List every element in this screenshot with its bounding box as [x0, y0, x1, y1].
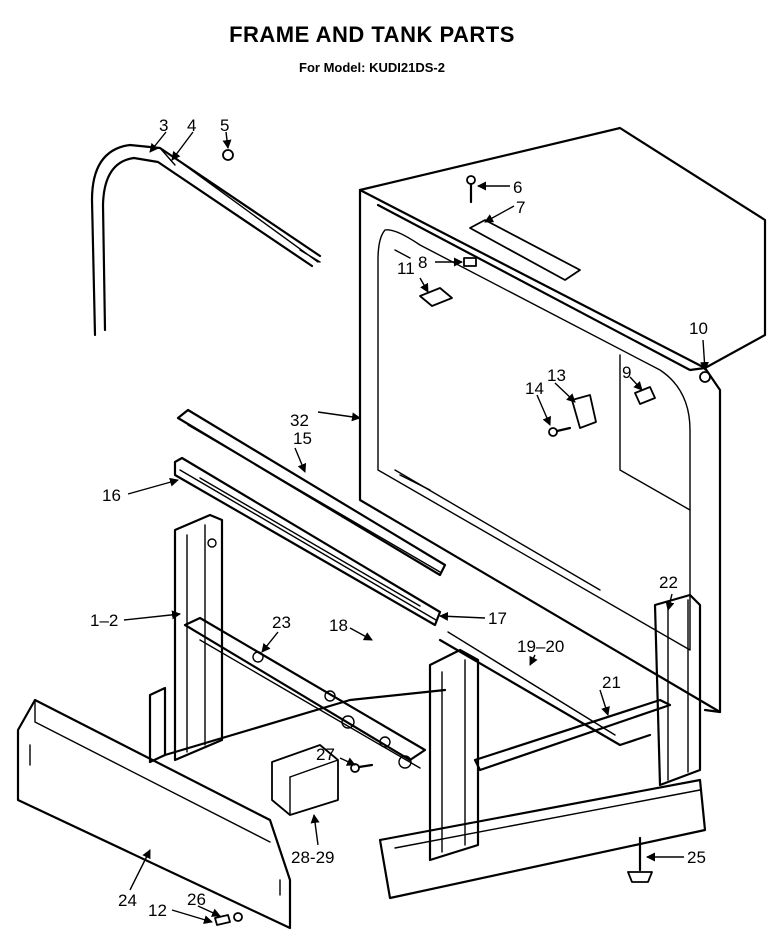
- toe-panel-part: [16, 698, 292, 930]
- screw-part-14: [548, 426, 572, 437]
- callout-6: 6: [513, 178, 522, 197]
- callout-12: 12: [148, 901, 167, 920]
- tub-frame-part: [358, 126, 767, 714]
- plinth-edge: [394, 789, 701, 849]
- callout-labels: 3 4 5 6 7 8 11 10 9 13 14 32 15 16 1–2 2…: [90, 116, 708, 920]
- callout-32: 32: [290, 411, 309, 430]
- nut-part: [699, 371, 711, 383]
- door-gasket-part: [90, 143, 322, 337]
- model-subtitle: For Model: KUDI21DS-2: [299, 60, 445, 75]
- bracket-part-13: [571, 394, 597, 429]
- callout-11: 11: [397, 259, 415, 278]
- screw-part-26: [214, 912, 243, 926]
- leveling-leg-part: [627, 836, 653, 883]
- hinge-bracket-part: [469, 219, 581, 281]
- callout-22: 22: [659, 573, 678, 592]
- cross-member-part: [183, 616, 427, 769]
- callout-19-20: 19–20: [517, 637, 564, 656]
- base-plinth-part: [378, 778, 707, 900]
- plate-part: [419, 287, 453, 307]
- callout-25: 25: [687, 848, 706, 867]
- callout-9: 9: [622, 363, 631, 382]
- callout-leaders: [123, 131, 709, 925]
- callout-17: 17: [488, 609, 507, 628]
- callout-21: 21: [602, 673, 621, 692]
- right-front-leg-part: [428, 648, 480, 862]
- bracket-part-9: [634, 386, 656, 405]
- clip-part: [222, 149, 234, 161]
- left-side-frame-part: [148, 513, 224, 764]
- right-rear-leg-part: [653, 593, 702, 787]
- callout-5: 5: [220, 116, 229, 135]
- callout-23: 23: [272, 613, 291, 632]
- callout-7: 7: [516, 198, 525, 217]
- callout-1-2: 1–2: [90, 611, 118, 630]
- front-rail-part: [176, 408, 447, 577]
- callout-16: 16: [102, 486, 121, 505]
- page-title: FRAME AND TANK PARTS: [229, 22, 515, 47]
- callout-28-29: 28-29: [291, 848, 334, 867]
- screw-part: [466, 175, 476, 204]
- callout-24: 24: [118, 891, 137, 910]
- callout-13: 13: [547, 366, 566, 385]
- callout-10: 10: [689, 319, 708, 338]
- lower-rail-part: [173, 456, 442, 627]
- callout-27: 27: [316, 745, 335, 764]
- callout-3: 3: [159, 116, 168, 135]
- callout-4: 4: [187, 116, 196, 135]
- clip-part-8: [463, 257, 477, 267]
- callout-15: 15: [293, 429, 312, 448]
- callout-18: 18: [329, 616, 348, 635]
- control-module-part: [271, 744, 339, 816]
- callout-26: 26: [187, 890, 206, 909]
- callout-14: 14: [525, 379, 544, 398]
- callout-8: 8: [418, 253, 427, 272]
- base-frame-part: [163, 631, 672, 772]
